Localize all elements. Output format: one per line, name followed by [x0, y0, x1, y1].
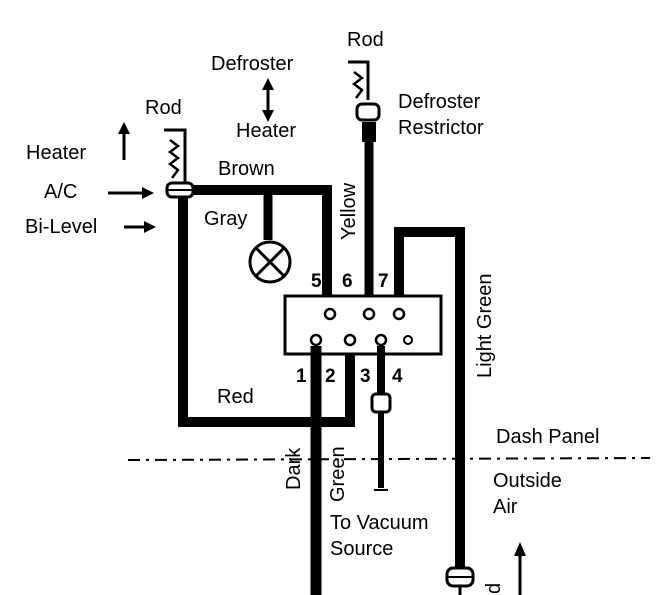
defroster-heater-double-arrow [262, 78, 274, 122]
partial-d-label: d [483, 582, 505, 594]
red-label: Red [217, 386, 254, 408]
rod-left-label: Rod [145, 97, 182, 119]
dark-label: Dark [283, 447, 305, 490]
port-number-4: 4 [392, 366, 403, 387]
defroster-label: Defroster [211, 53, 294, 75]
bi-level-label: Bi-Level [25, 216, 98, 238]
outside-air-label-1: Outside [493, 470, 562, 492]
port-number-7: 7 [378, 271, 389, 292]
top-rod-spring [351, 71, 365, 99]
port-number-6: 6 [342, 271, 353, 292]
port-number-2: 2 [325, 366, 336, 387]
vacuum-check-valve [370, 392, 392, 414]
outside-air-label-2: Air [493, 496, 518, 518]
port-1 [309, 333, 323, 347]
port-5 [323, 307, 337, 321]
ac-label: A/C [44, 181, 78, 203]
dash-panel-line [127, 457, 651, 461]
left-rod-spring [167, 139, 181, 179]
heater-left-label: Heater [26, 142, 87, 164]
port-6 [362, 307, 376, 321]
brown-hose [193, 185, 332, 312]
port-number-3: 3 [360, 366, 371, 387]
to-vacuum-label: To Vacuum [330, 512, 429, 534]
heater-top-label: Heater [236, 120, 297, 142]
defroster-restrictor [362, 122, 376, 142]
brown-label: Brown [218, 158, 275, 180]
top-actuator [355, 102, 381, 122]
defroster-restrictor-label-1: Defroster [398, 91, 481, 113]
yellow-label: Yellow [338, 182, 360, 240]
left-rod [164, 128, 187, 182]
outside-air-up-arrow [514, 542, 526, 595]
port-number-5: 5 [311, 271, 322, 292]
port-4 [403, 335, 413, 345]
port-number-1: 1 [296, 366, 307, 387]
heater-up-arrow [118, 122, 130, 160]
port-3 [374, 333, 388, 347]
light-green-label: Light Green [474, 273, 496, 378]
ac-right-arrow [108, 187, 154, 199]
red-hose [178, 198, 355, 427]
port-7 [392, 307, 406, 321]
source-label: Source [330, 538, 394, 560]
vacuum-valve [283, 294, 443, 356]
light-green-hose [394, 227, 465, 568]
port-2 [343, 333, 357, 347]
dash-panel-label: Dash Panel [496, 426, 600, 448]
bi-level-right-arrow [124, 221, 156, 233]
rod-top-label: Rod [347, 29, 384, 51]
gray-label: Gray [204, 208, 248, 230]
defroster-restrictor-label-2: Restrictor [398, 117, 484, 139]
green-label: Green [327, 446, 349, 502]
top-rod [348, 60, 370, 100]
